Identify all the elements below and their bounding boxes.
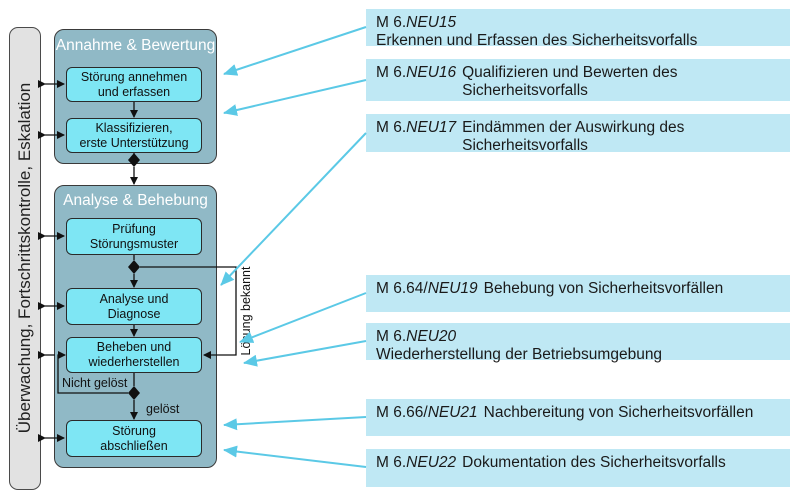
solved-label: gelöst	[146, 402, 180, 416]
not-solved-label: Nicht gelöst	[62, 376, 128, 390]
measure-id: M 6.NEU20	[376, 328, 457, 345]
measure-id: M 6.66/NEU21	[376, 404, 478, 421]
measure-pointers	[220, 26, 367, 468]
phase-analysis-title: Analyse & Behebung	[63, 192, 208, 209]
measure-id: M 6.NEU15	[376, 14, 457, 31]
solution-known-label: Lösung bekannt	[239, 266, 253, 356]
step-accept-record: Störung annehmen und erfassen	[66, 67, 202, 102]
measure-neu15: M 6.NEU15Erkennen und Erfassen des Siche…	[366, 9, 790, 49]
phase-intake-title: Annahme & Bewertung	[55, 37, 216, 54]
measure-neu20: M 6.NEU20Wiederherstellung der Betriebsu…	[366, 323, 790, 363]
measure-id: M 6.64/NEU19	[376, 280, 478, 297]
monitoring-bar	[9, 27, 41, 490]
monitoring-label: Überwachung, Fortschrittskontrolle, Eska…	[15, 82, 34, 434]
measure-id: M 6.NEU16	[376, 64, 457, 81]
measure-id: M 6.NEU17	[376, 119, 457, 136]
step-check-pattern: Prüfung Störungsmuster	[66, 218, 202, 255]
step-classify-support: Klassifizieren, erste Unterstützung	[66, 118, 202, 153]
step-fix-restore: Beheben und wiederherstellen	[66, 337, 202, 373]
measure-id: M 6.NEU22	[376, 454, 457, 471]
step-close-incident: Störung abschließen	[66, 420, 202, 457]
step-analysis-diagnosis: Analyse und Diagnose	[66, 288, 202, 325]
